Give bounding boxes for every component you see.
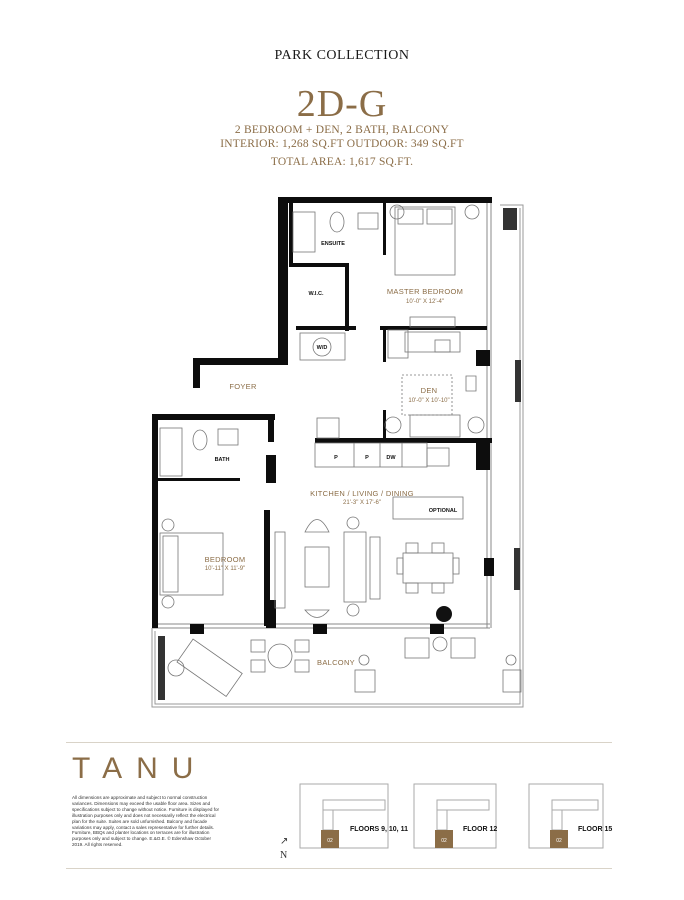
planter-icon <box>436 606 452 622</box>
floor-plan: ENSUITE W.I.C. MASTER BEDROOM 10'-0" X 1… <box>151 197 524 708</box>
walls <box>152 197 494 634</box>
unit-name: 2D-G <box>296 83 388 125</box>
keyplan-label: FLOOR 12 <box>463 826 498 833</box>
wd-label: W/D <box>317 345 328 351</box>
den-dim: 10'-0" X 10'-10" <box>408 398 449 404</box>
balcony-outline <box>151 204 524 708</box>
dishwasher-label: DW <box>386 455 396 461</box>
windows <box>152 197 492 629</box>
foyer-label: FOYER <box>229 382 257 391</box>
ensuite-label: ENSUITE <box>321 241 345 247</box>
divider <box>66 742 612 743</box>
master-bedroom-dim: 10'-0" X 12'-4" <box>406 299 444 305</box>
den-label: DEN <box>421 386 438 395</box>
kitchen-living-dining-dim: 21'-3" X 17'-6" <box>343 500 381 506</box>
disclaimer: All dimensions are approximate and subje… <box>72 795 220 848</box>
divider <box>66 868 612 869</box>
furniture <box>159 204 522 697</box>
planters <box>158 208 521 700</box>
master-bedroom-label: MASTER BEDROOM <box>387 287 463 296</box>
keyplan-unit: 02 <box>441 838 447 844</box>
bath-label: BATH <box>215 457 230 463</box>
total-area: TOTAL AREA: 1,617 SQ.FT. <box>270 156 414 168</box>
keyplan-unit: 02 <box>556 838 562 844</box>
keyplan-floor-12: 02 <box>412 782 522 859</box>
pantry-label: P <box>365 455 369 461</box>
unit-areas: INTERIOR: 1,268 SQ.FT OUTDOOR: 349 SQ.FT <box>220 138 464 150</box>
bedroom-dim: 10'-11" X 11'-9" <box>205 566 245 572</box>
balcony-label: BALCONY <box>317 658 355 667</box>
keyplan-floor-15: 02 <box>527 782 637 859</box>
keyplan-label: FLOOR 15 <box>578 826 613 833</box>
optional-label: OPTIONAL <box>429 508 458 514</box>
kitchen-living-dining-label: KITCHEN / LIVING / DINING <box>310 489 414 498</box>
north-label: N <box>280 850 288 861</box>
unit-type: 2 BEDROOM + DEN, 2 BATH, BALCONY <box>234 124 450 136</box>
keyplan-floors-9-10-11: 02 <box>298 782 408 859</box>
collection-title: PARK COLLECTION <box>274 48 410 63</box>
wic-label: W.I.C. <box>309 291 324 297</box>
pantry-label: P <box>334 455 338 461</box>
bedroom-label: BEDROOM <box>205 555 246 564</box>
keyplan-unit: 02 <box>327 838 333 844</box>
keyplan-label: FLOORS 9, 10, 11 <box>350 826 408 833</box>
north-arrow-icon: ↗ <box>280 836 289 847</box>
tanu-logo: TANU <box>72 752 208 785</box>
